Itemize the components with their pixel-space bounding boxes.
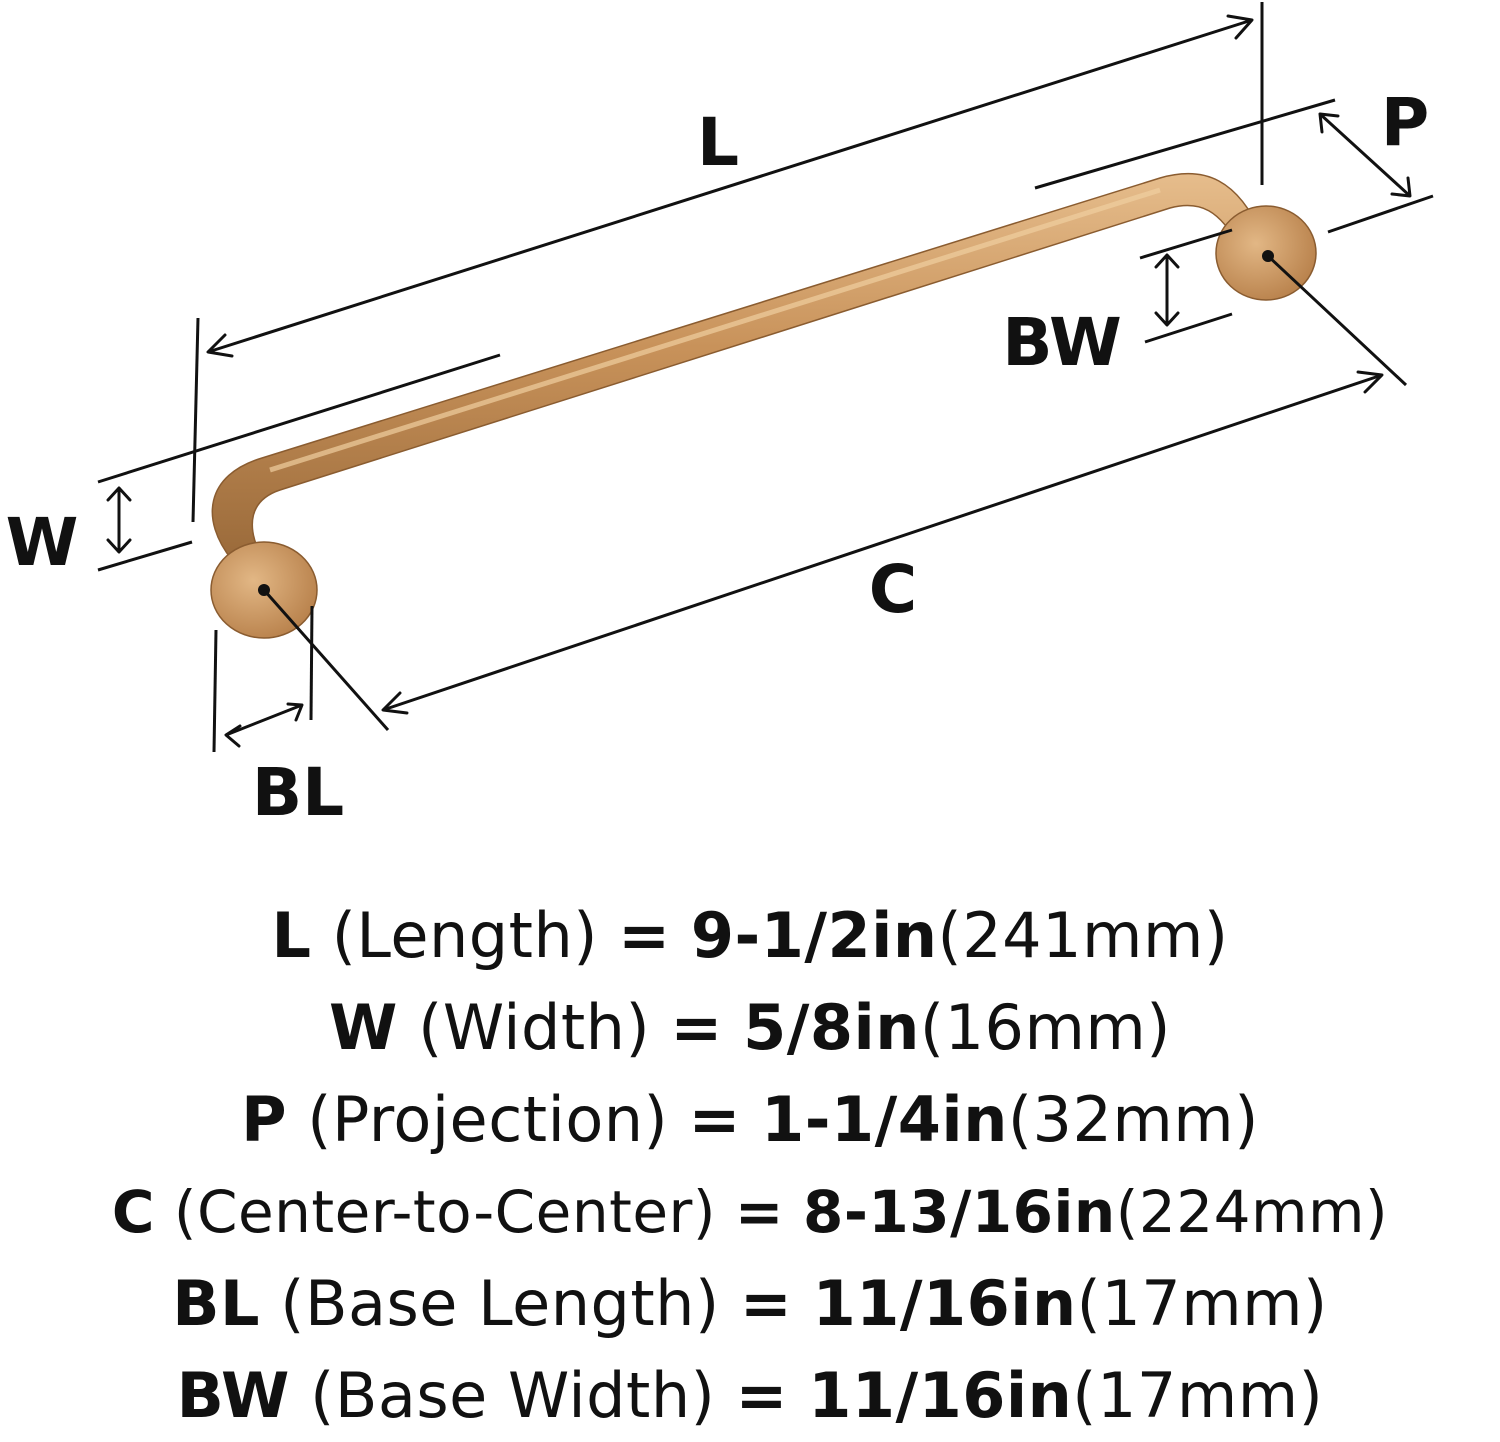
spec-imperial: 8-13/16in	[802, 1178, 1116, 1246]
spec-code: BL	[172, 1267, 261, 1340]
spec-imperial: 9-1/2in	[690, 899, 938, 972]
spec-eq: =	[735, 1359, 788, 1432]
length-dimension: L	[191, 2, 1264, 523]
spec-row-width: W (Width) = 5/8in(16mm)	[0, 982, 1500, 1074]
spec-code: BW	[176, 1359, 290, 1432]
spec-metric: (17mm)	[1076, 1267, 1328, 1340]
spec-metric: (32mm)	[1007, 1083, 1259, 1156]
spec-desc: (Projection)	[307, 1083, 669, 1156]
spec-eq: =	[739, 1267, 793, 1340]
base-width-dimension: BW	[1002, 228, 1233, 381]
spec-eq: =	[618, 899, 671, 972]
spec-desc: (Center-to-Center)	[173, 1178, 716, 1246]
spec-eq: =	[670, 991, 723, 1064]
label-L: L	[697, 104, 739, 181]
spec-imperial: 1-1/4in	[761, 1083, 1008, 1156]
label-BW: BW	[1002, 304, 1122, 381]
center-to-center-dimension: C	[262, 254, 1408, 731]
spec-metric: (17mm)	[1072, 1359, 1324, 1432]
spec-eq: =	[688, 1083, 741, 1156]
spec-eq: =	[734, 1178, 785, 1246]
spec-row-base-length: BL (Base Length) = 11/16in(17mm)	[0, 1258, 1500, 1350]
dimension-diagram: L W P BW C	[6, 2, 1434, 831]
handle-highlight	[269, 187, 1161, 473]
spec-row-projection: P (Projection) = 1-1/4in(32mm)	[0, 1074, 1500, 1166]
projection-dimension: P	[1034, 84, 1434, 234]
spec-metric: (241mm)	[937, 899, 1229, 972]
dimension-specs-list: L (Length) = 9-1/2in(241mm) W (Width) = …	[0, 890, 1500, 1442]
spec-metric: (224mm)	[1115, 1178, 1389, 1246]
spec-desc: (Width)	[418, 991, 651, 1064]
spec-code: W	[329, 991, 398, 1064]
spec-imperial: 5/8in	[743, 991, 920, 1064]
cabinet-pull-handle	[210, 172, 1317, 639]
base-length-dimension: BL	[212, 605, 344, 831]
spec-desc: (Length)	[331, 899, 598, 972]
label-C: C	[869, 551, 917, 628]
width-dimension: W	[6, 353, 501, 581]
spec-desc: (Base Width)	[310, 1359, 716, 1432]
spec-row-length: L (Length) = 9-1/2in(241mm)	[0, 890, 1500, 982]
spec-imperial: 11/16in	[808, 1359, 1073, 1432]
spec-desc: (Base Length)	[280, 1267, 720, 1340]
label-P: P	[1381, 84, 1429, 161]
spec-code: C	[111, 1178, 155, 1246]
label-BL: BL	[252, 754, 344, 831]
spec-imperial: 11/16in	[812, 1267, 1077, 1340]
label-W: W	[6, 504, 79, 581]
spec-code: P	[241, 1083, 288, 1156]
spec-metric: (16mm)	[919, 991, 1171, 1064]
spec-row-base-width: BW (Base Width) = 11/16in(17mm)	[0, 1350, 1500, 1442]
spec-code: L	[271, 899, 312, 972]
spec-row-center-to-center: C (Center-to-Center) = 8-13/16in(224mm)	[0, 1166, 1500, 1258]
